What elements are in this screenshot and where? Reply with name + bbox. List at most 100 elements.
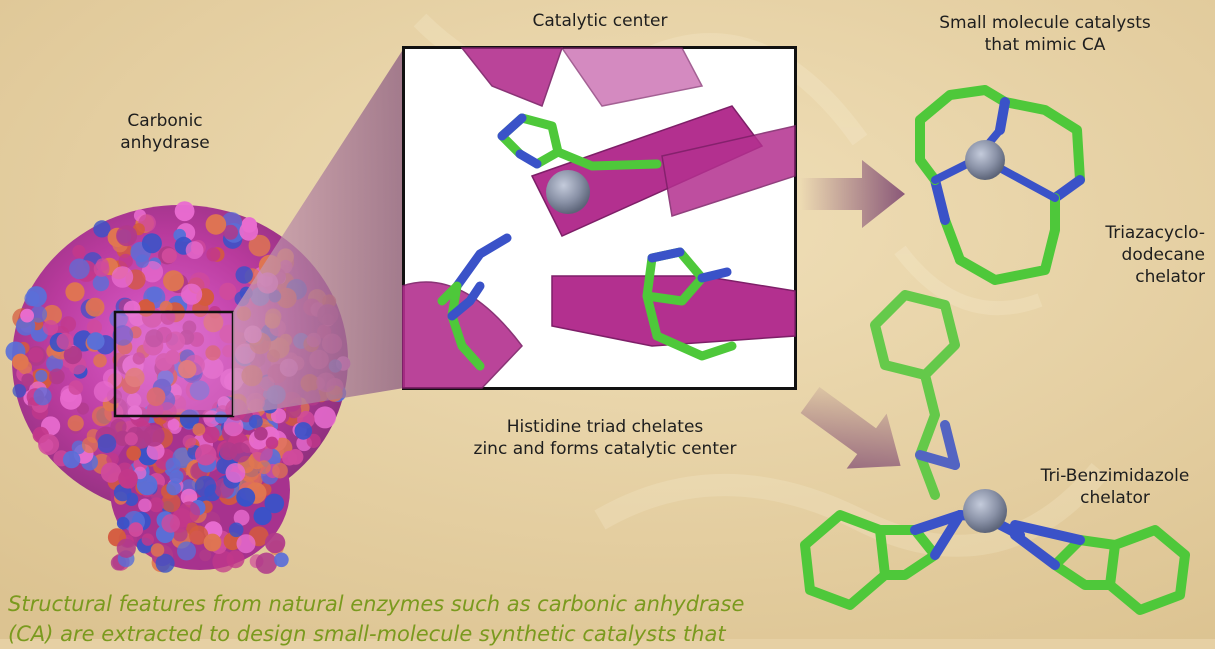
- tribenz-label-line2: chelator: [1025, 487, 1205, 509]
- carbonic-anhydrase-structure: [0, 190, 370, 580]
- protein-atom: [175, 201, 195, 221]
- protein-atom: [265, 313, 280, 328]
- triaza-label-line3: chelator: [1085, 266, 1205, 288]
- protein-atom: [20, 309, 34, 323]
- protein-atom: [49, 369, 65, 385]
- protein-atom: [226, 463, 246, 483]
- protein-atom: [239, 222, 258, 241]
- protein-atom: [162, 248, 177, 263]
- protein-atom: [316, 373, 336, 393]
- protein-atom: [12, 354, 29, 371]
- protein-atom: [86, 298, 105, 317]
- protein-atom: [43, 320, 58, 335]
- triaza-label-line2: dodecane: [1085, 244, 1205, 266]
- protein-atom: [35, 370, 47, 382]
- protein-atom: [249, 415, 263, 429]
- protein-atom: [199, 549, 211, 561]
- protein-atom: [110, 419, 126, 435]
- protein-atom: [147, 287, 162, 302]
- protein-atom: [272, 463, 288, 479]
- protein-atom: [118, 469, 138, 489]
- protein-atom: [129, 522, 144, 537]
- protein-atom: [267, 349, 280, 362]
- protein-atom: [267, 385, 286, 404]
- protein-atom: [244, 326, 262, 344]
- protein-atom: [246, 393, 265, 412]
- protein-atom: [329, 359, 342, 372]
- protein-atom: [206, 248, 220, 262]
- protein-atom: [241, 365, 262, 386]
- protein-atom: [195, 444, 216, 465]
- protein-atom: [236, 266, 253, 283]
- protein-atom: [265, 533, 285, 553]
- tribenz-label-line1: Tri-Benzimidazole: [1025, 465, 1205, 487]
- protein-atom: [119, 254, 133, 268]
- protein-atom: [257, 272, 278, 293]
- protein-atom: [142, 533, 154, 545]
- zinc-atom-tribenz: [963, 489, 1007, 533]
- protein-atom: [212, 551, 234, 573]
- catalytic-center-inset: [402, 46, 797, 390]
- caption-line2: (CA) are extracted to design small-molec…: [8, 619, 768, 649]
- protein-atom: [286, 403, 301, 418]
- protein-atom: [245, 467, 259, 481]
- zinc-atom: [546, 170, 590, 214]
- carbonic-label-line2: anhydrase: [95, 132, 235, 154]
- protein-atom: [142, 233, 162, 253]
- zinc-atom-triaza: [965, 140, 1005, 180]
- histidine-label-line1: Histidine triad chelates: [440, 416, 770, 438]
- active-site-box: [115, 312, 233, 416]
- protein-atom: [161, 514, 180, 533]
- small-molecule-label-line1: Small molecule catalysts: [930, 12, 1160, 34]
- protein-atom: [254, 507, 272, 525]
- histidine-label-line2: zinc and forms catalytic center: [440, 438, 770, 460]
- protein-atom: [279, 334, 292, 347]
- protein-atom: [230, 442, 250, 462]
- protein-atom: [97, 434, 116, 453]
- protein-atom: [280, 359, 298, 377]
- protein-atom: [236, 488, 255, 507]
- protein-atom: [82, 437, 98, 453]
- protein-atom: [12, 384, 26, 398]
- triazacyclododecane-molecule: [905, 80, 1095, 300]
- protein-atom: [138, 499, 152, 513]
- protein-atom: [117, 539, 136, 558]
- protein-atom: [34, 387, 52, 405]
- protein-atom: [237, 307, 251, 321]
- protein-atom: [307, 333, 321, 347]
- protein-atom: [151, 543, 165, 557]
- protein-atom: [69, 259, 90, 280]
- protein-atom: [57, 333, 74, 350]
- protein-atom: [163, 270, 184, 291]
- protein-atom: [256, 553, 277, 574]
- protein-atom: [126, 446, 141, 461]
- protein-atom: [183, 435, 196, 448]
- protein-atom: [21, 373, 34, 386]
- protein-atom: [237, 534, 256, 553]
- histidine-label: Histidine triad chelates zinc and forms …: [440, 416, 770, 460]
- protein-atom: [87, 332, 105, 350]
- caption-line1: Structural features from natural enzymes…: [8, 589, 768, 619]
- protein-atom: [170, 470, 184, 484]
- protein-atom: [93, 220, 110, 237]
- protein-atom: [94, 261, 110, 277]
- protein-atom: [93, 275, 109, 291]
- protein-atom: [266, 437, 279, 450]
- protein-atom: [219, 283, 236, 300]
- protein-atom: [295, 422, 313, 440]
- protein-atom: [206, 214, 227, 235]
- protein-atom: [68, 415, 84, 431]
- protein-atom: [254, 427, 268, 441]
- protein-atom: [125, 432, 138, 445]
- protein-atom: [136, 254, 149, 267]
- protein-atom: [193, 423, 206, 436]
- protein-atom: [65, 282, 84, 301]
- protein-atom: [116, 225, 137, 246]
- protein-atom: [229, 523, 244, 538]
- protein-atom: [274, 553, 289, 568]
- triaza-label-line1: Triazacyclo-: [1085, 222, 1205, 244]
- protein-atom: [28, 347, 43, 362]
- tribenz-label: Tri-Benzimidazole chelator: [1025, 465, 1205, 509]
- protein-atom: [309, 350, 329, 370]
- triaza-label: Triazacyclo- dodecane chelator: [1085, 222, 1205, 288]
